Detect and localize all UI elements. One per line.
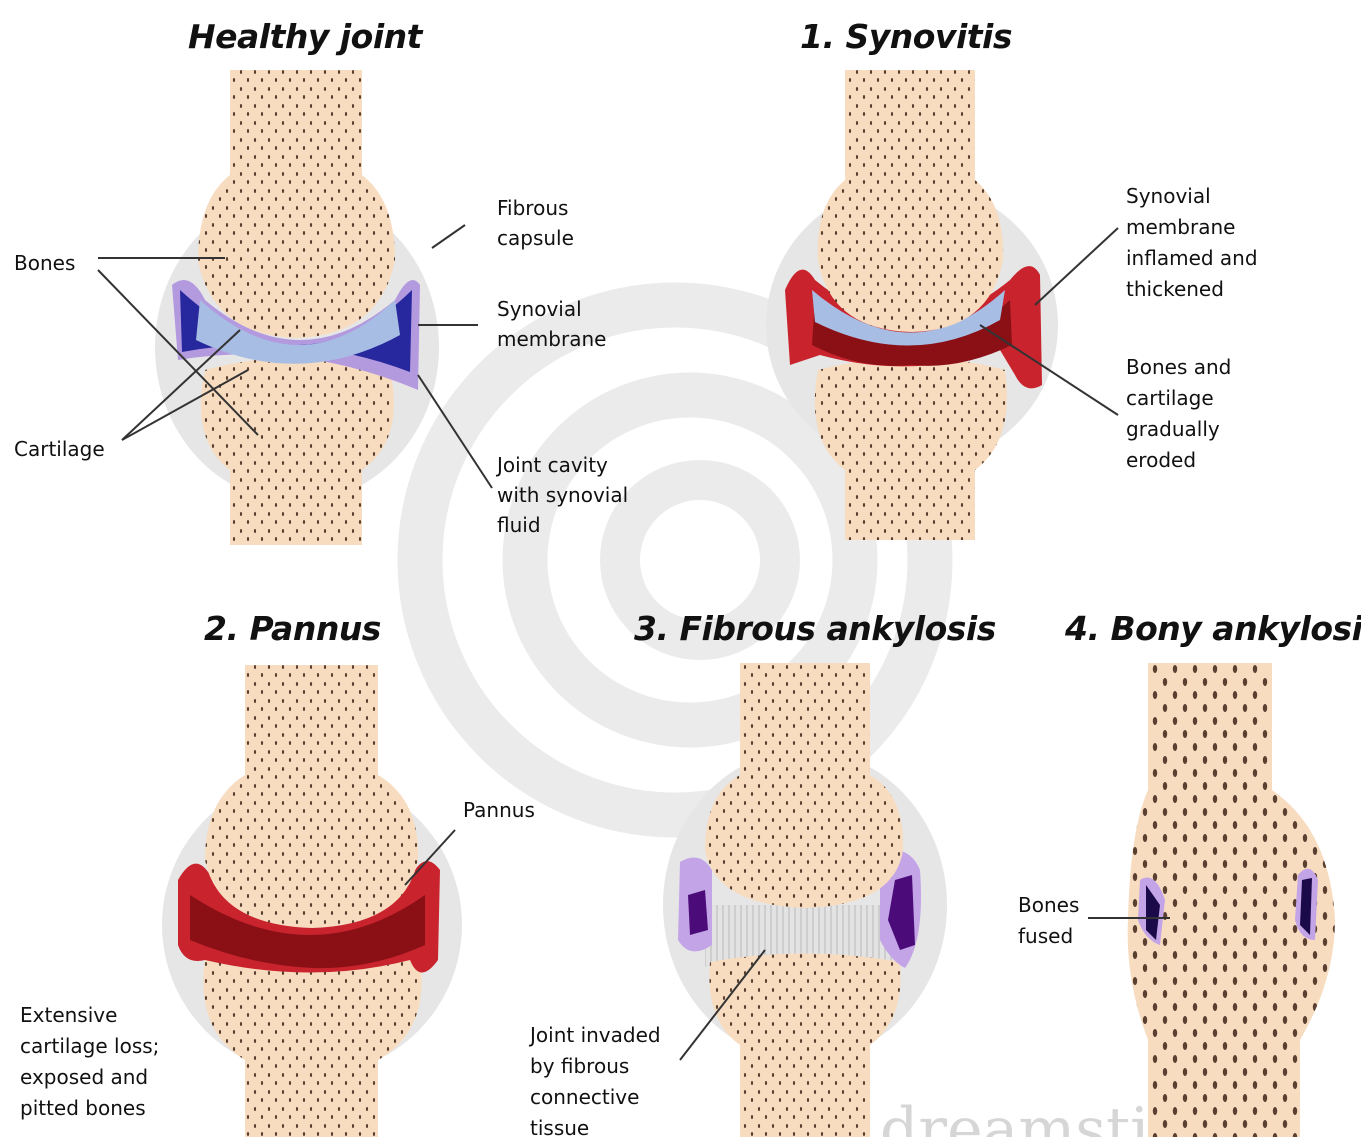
joint-illustration-pannus (162, 665, 462, 1137)
right-cavity-dark (1300, 878, 1312, 935)
label-membrane-inflamed: Synovial membrane inflamed and thickened (1126, 184, 1264, 301)
panel-title-bony-ankylosis: 4. Bony ankylosis (1064, 609, 1361, 648)
label-pannus: Pannus (463, 798, 535, 822)
panel-title-healthy: Healthy joint (188, 17, 424, 56)
label-bones-fused: Bones fused (1018, 893, 1086, 948)
panel-synovitis: 1. Synovitis Synovial membrane inflamed … (766, 17, 1264, 540)
panel-healthy-joint: Healthy joint Fibrous capsule Bones Syno… (14, 17, 635, 545)
joint-illustration-healthy (155, 70, 439, 545)
left-cavity-dark (688, 890, 708, 935)
label-joint-invaded: Joint invaded by fibrous connective tiss… (528, 1023, 667, 1137)
panel-bony-ankylosis: 4. Bony ankylosis Bones fused (1018, 609, 1361, 1137)
panel-title-pannus: 2. Pannus (204, 609, 381, 648)
upper-bone-shape (205, 665, 418, 928)
label-bones: Bones (14, 251, 75, 275)
panel-title-fibrous-ankylosis: 3. Fibrous ankylosis (634, 609, 996, 648)
panel-title-synovitis: 1. Synovitis (800, 17, 1012, 56)
upper-bone-shape (818, 70, 1003, 332)
label-bones-eroded: Bones and cartilage gradually eroded (1126, 355, 1238, 472)
label-fibrous-capsule: Fibrous capsule (497, 196, 575, 250)
lower-bone-shape (203, 948, 421, 1137)
label-cartilage: Cartilage (14, 437, 105, 461)
upper-bone-shape (198, 70, 395, 338)
lower-bone-shape (709, 954, 900, 1137)
joint-illustration-bony-ankylosis (1128, 663, 1335, 1137)
lower-bone-shape (201, 358, 394, 546)
label-cartilage-loss: Extensive cartilage loss; exposed and pi… (20, 1003, 166, 1120)
